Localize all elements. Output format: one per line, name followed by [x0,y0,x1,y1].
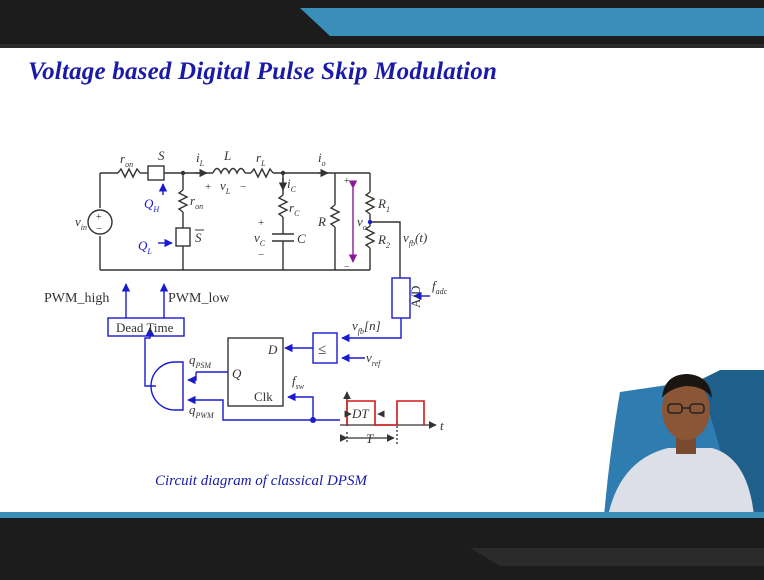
vL-plus: + [205,181,211,193]
label-v-C: vC [254,230,266,248]
label-Q-H: QH [144,196,160,214]
input-source [87,209,113,235]
label-DT: DT [351,406,369,421]
dead-time-block [107,317,185,337]
label-comparator: ≤ [318,342,326,358]
label-ff-D: D [267,342,278,357]
label-i-L: iL [196,150,205,168]
presenter-video [600,370,764,516]
label-switch-s-bar: S [195,230,202,245]
power-stage [87,165,401,278]
label-r-C: rC [289,200,300,218]
clock-waveform [346,400,425,426]
label-R2: R2 [377,232,390,250]
vC-plus: + [258,217,264,229]
label-pwm-low: PWM_low [168,291,230,306]
label-switch-s: S [158,148,165,163]
label-i-o: io [318,150,326,168]
label-v-ref: vref [366,350,382,368]
and-gate [150,361,184,411]
load-resistor [329,204,341,228]
bottom-banner [0,512,764,580]
r-on-resistor [117,167,141,179]
vo-minus: − [344,262,350,273]
label-ff-Q: Q [232,366,242,381]
label-v-fb-n: vfb[n] [352,318,381,336]
label-R: R [317,214,326,229]
figure-caption: Circuit diagram of classical DPSM [155,473,367,489]
label-r-on: ron [120,151,133,169]
label-r-L: rL [256,150,266,168]
label-f-sw: fsw [292,373,305,391]
source-minus: − [96,223,102,235]
source-plus: + [96,212,102,223]
r-C-resistor [277,194,289,218]
label-f-adc: fadc [432,278,448,296]
inductor-L [212,167,246,175]
label-t: t [440,418,444,433]
label-dead-time: Dead Time [116,320,174,335]
r1-resistor [364,191,376,215]
label-L: L [223,148,231,163]
label-pwm-high: PWM_high [44,291,109,306]
label-v-o: vo [357,214,367,232]
vL-minus: − [240,181,246,193]
label-i-C: iC [287,176,297,194]
presenter-head [662,380,710,440]
label-v-in: vin [75,214,87,232]
label-v-L: vL [220,178,231,196]
label-q-psm: qPSM [189,352,212,370]
label-Q-L: QL [138,238,152,256]
vo-plus: + [344,176,350,187]
slide-title: Voltage based Digital Pulse Skip Modulat… [28,58,498,85]
r-on-lower-resistor [177,189,189,213]
label-r-on-lower: ron [190,193,203,211]
label-ff-clk: Clk [254,389,273,404]
dpsm-circuit-diagram: + − ron S iL L rL io + vL − ron S iC rC … [44,148,448,446]
label-v-fb-t: vfb(t) [403,230,427,248]
label-adc: A/D [408,286,423,308]
r-L-resistor [250,167,274,179]
label-R1: R1 [377,196,390,214]
label-C: C [297,231,306,246]
label-T: T [366,431,374,446]
vC-minus: − [258,249,264,261]
r2-resistor [364,225,376,249]
top-banner [0,0,764,48]
presenter-shirt [608,448,754,516]
label-q-pwm: qPWM [189,402,215,420]
